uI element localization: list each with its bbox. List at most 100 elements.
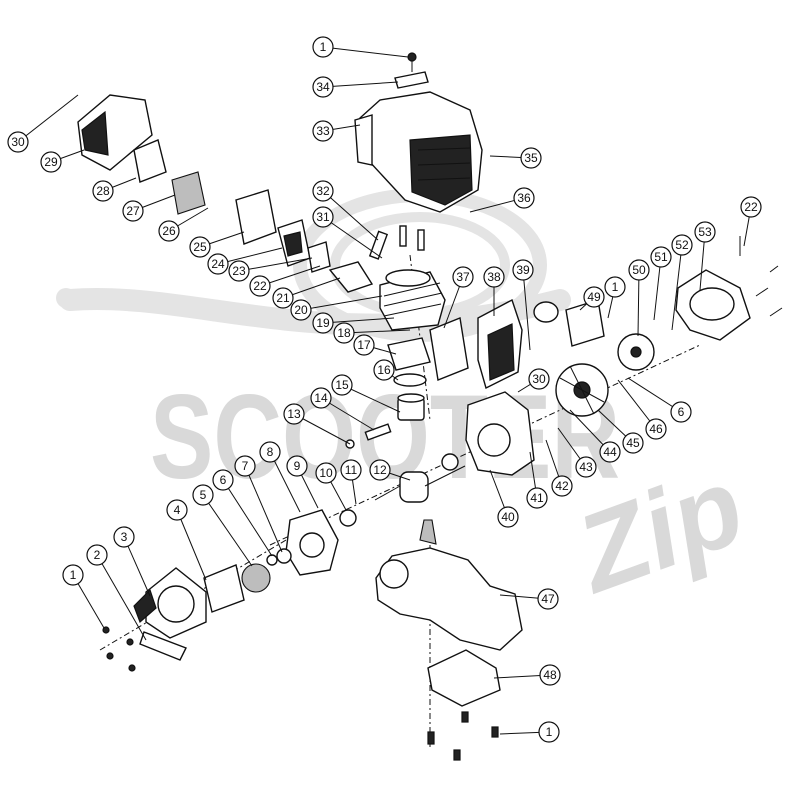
callout-41: 41 (526, 451, 548, 509)
leader-line (222, 479, 273, 557)
callout-circle (312, 36, 334, 58)
oil-seal-part (276, 548, 292, 564)
filter-plate-part (171, 171, 206, 215)
washer-part (266, 554, 278, 566)
callout-number: 19 (316, 316, 330, 330)
callout-15: 15 (331, 374, 401, 413)
callout-number: 20 (294, 303, 308, 317)
callout-circle (628, 259, 650, 281)
callout-5: 5 (192, 484, 253, 567)
piston-ring-part (393, 373, 427, 387)
starter-bracket-part (139, 631, 187, 661)
callout-circle (189, 236, 211, 258)
callout-16: 16 (373, 359, 399, 381)
callout-number: 25 (193, 240, 207, 254)
callout-number: 11 (345, 463, 358, 477)
muffler-part (477, 298, 523, 390)
callout-19: 19 (312, 312, 395, 334)
callout-number: 39 (516, 263, 530, 277)
callout-circle (671, 234, 693, 256)
callout-number: 10 (319, 466, 333, 480)
callout-number: 36 (517, 191, 531, 205)
callout-circle (312, 180, 334, 202)
leader-line (217, 247, 283, 265)
callout-26: 26 (158, 207, 209, 242)
callout-1: 1 (604, 276, 626, 319)
callout-number: 47 (541, 592, 555, 606)
callout-48: 48 (493, 664, 561, 686)
fan-housing-part (675, 269, 751, 341)
callout-circle (670, 401, 692, 423)
callout-42: 42 (545, 439, 573, 497)
piston-part (397, 393, 425, 421)
callout-number: 29 (44, 155, 58, 169)
callout-circle (192, 484, 214, 506)
pulley-part (241, 563, 271, 593)
callout-4: 4 (166, 499, 207, 581)
callout-20: 20 (290, 295, 383, 321)
leader-line (17, 94, 79, 143)
callout-32: 32 (312, 180, 379, 241)
leader-line (341, 384, 401, 413)
callout-number: 30 (532, 372, 546, 386)
callout-39: 39 (512, 259, 534, 351)
callout-number: 21 (276, 291, 290, 305)
callout-circle (353, 334, 375, 356)
intake-manifold-part (328, 261, 374, 293)
callout-22: 22 (249, 265, 321, 297)
callout-45: 45 (597, 409, 644, 454)
callout-47: 47 (499, 588, 559, 610)
callout-30: 30 (517, 368, 550, 393)
callout-number: 1 (546, 725, 553, 739)
callout-number: 17 (357, 338, 371, 352)
callout-14: 14 (310, 387, 375, 431)
callout-number: 15 (335, 378, 349, 392)
piston-pin-part (364, 423, 392, 441)
callout-circle (272, 287, 294, 309)
carb-gasket-part (307, 241, 331, 273)
callout-circle (310, 387, 332, 409)
parts (77, 52, 783, 761)
leader-line (322, 81, 399, 88)
leader-line (322, 216, 383, 259)
callout-51: 51 (650, 246, 672, 321)
cylinder-part (379, 269, 446, 331)
callout-number: 43 (579, 460, 593, 474)
callout-circle (286, 455, 308, 477)
callout-25: 25 (189, 231, 245, 258)
callout-number: 16 (377, 363, 391, 377)
heat-shield-part (429, 317, 469, 381)
callout-circle (249, 275, 271, 297)
callout-circle (207, 253, 229, 275)
callout-circle (92, 180, 114, 202)
leader-line (322, 190, 379, 241)
callout-number: 23 (232, 264, 246, 278)
bearing-part (339, 509, 357, 527)
callout-36: 36 (469, 187, 535, 213)
flywheel-part (555, 363, 609, 417)
leader-line (202, 494, 253, 567)
callout-21: 21 (272, 277, 341, 309)
callout-50: 50 (628, 259, 650, 337)
callout-7: 7 (234, 455, 283, 553)
leader-line (123, 536, 151, 597)
callout-number: 31 (316, 210, 330, 224)
top-cover-part (354, 91, 483, 213)
callout-37: 37 (443, 266, 474, 329)
ignition-coil-part (533, 299, 605, 347)
callout-circle (166, 499, 188, 521)
callout-number: 26 (162, 224, 176, 238)
callout-number: 12 (373, 463, 387, 477)
callout-circle (333, 322, 355, 344)
fuel-tank-part (375, 519, 523, 651)
callout-circle (645, 418, 667, 440)
callout-circle (583, 286, 605, 308)
callout-circle (497, 506, 519, 528)
callout-46: 46 (617, 379, 667, 440)
callout-circle (340, 459, 362, 481)
callout-number: 53 (698, 225, 712, 239)
bearing-part (441, 453, 459, 471)
